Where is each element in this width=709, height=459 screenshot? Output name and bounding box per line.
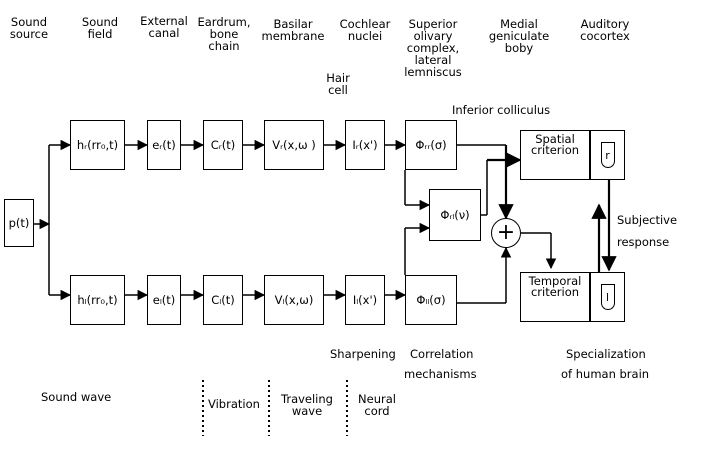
upper-sound-field-box: hᵣ(rr₀,t): [70, 120, 125, 170]
label-basilar-membrane: Basilar membrane: [261, 17, 325, 43]
right-hemisphere-label: r: [605, 148, 610, 162]
label-sound-source: Sound source: [9, 15, 49, 41]
right-hemisphere-box: r: [590, 130, 625, 180]
upper-autocorrelation-box: Φᵣᵣ(σ): [405, 120, 457, 170]
label-hair-cell: Hair cell: [326, 71, 350, 97]
label-specialization: Specialization: [566, 347, 646, 361]
cross-correlation-box: Φᵣₗ(ν): [429, 189, 481, 241]
lower-basilar-box: Vₗ(x,ω): [264, 275, 324, 325]
label-inferior-colliculus: Inferior colliculus: [452, 103, 551, 117]
label-vibration: Vibration: [208, 397, 260, 411]
label-external-canal: External canal: [140, 14, 188, 40]
sound-source-box: p(t): [4, 199, 34, 247]
label-response: response: [617, 235, 670, 249]
label-sound-field: Sound field: [81, 15, 119, 41]
upper-basilar-box: Vᵣ(x,ω ): [264, 120, 324, 170]
upper-external-canal-box: eᵣ(t): [147, 120, 181, 170]
label-traveling-wave: Traveling wave: [281, 392, 333, 418]
upper-cochlear-box: Iᵣ(x'): [345, 120, 385, 170]
temporal-criterion-box: Temporal criterion: [520, 272, 590, 322]
spatial-criterion-box: Spatial criterion: [520, 130, 590, 180]
lower-autocorrelation-box: Φₗₗ(σ): [405, 275, 457, 325]
lower-sound-field-box: hₗ(rr₀,t): [70, 275, 125, 325]
label-medial-geniculate: Medial geniculate boby: [488, 17, 550, 55]
left-hemisphere-label: l: [605, 290, 610, 304]
label-subjective: Subjective: [617, 213, 678, 227]
right-hemisphere-icon: r: [600, 142, 615, 168]
label-superior-olivary: Superior olivary complex, lateral lemnis…: [404, 17, 462, 79]
lower-external-canal-box: eₗ(t): [147, 275, 181, 325]
lower-cochlear-box: Iₗ(x'): [345, 275, 385, 325]
label-mechanisms: mechanisms: [404, 367, 477, 381]
label-correlation: Correlation: [410, 347, 474, 361]
label-cochlear-nuclei: Cochlear nuclei: [339, 17, 391, 43]
label-auditory-cortex: Auditory cocortex: [580, 17, 630, 43]
label-neural-cord: Neural cord: [358, 392, 396, 418]
label-sound-wave: Sound wave: [41, 390, 112, 404]
label-sharpening: Sharpening: [330, 347, 396, 361]
left-hemisphere-box: l: [590, 272, 625, 322]
summer-plus-symbol: +: [496, 220, 516, 245]
label-of-human-brain: of human brain: [561, 367, 650, 381]
summer-circle: +: [491, 218, 521, 248]
left-hemisphere-icon: l: [600, 284, 615, 310]
lower-eardrum-box: Cₗ(t): [203, 275, 243, 325]
upper-eardrum-box: Cᵣ(t): [203, 120, 243, 170]
label-eardrum: Eardrum, bone chain: [197, 15, 251, 53]
